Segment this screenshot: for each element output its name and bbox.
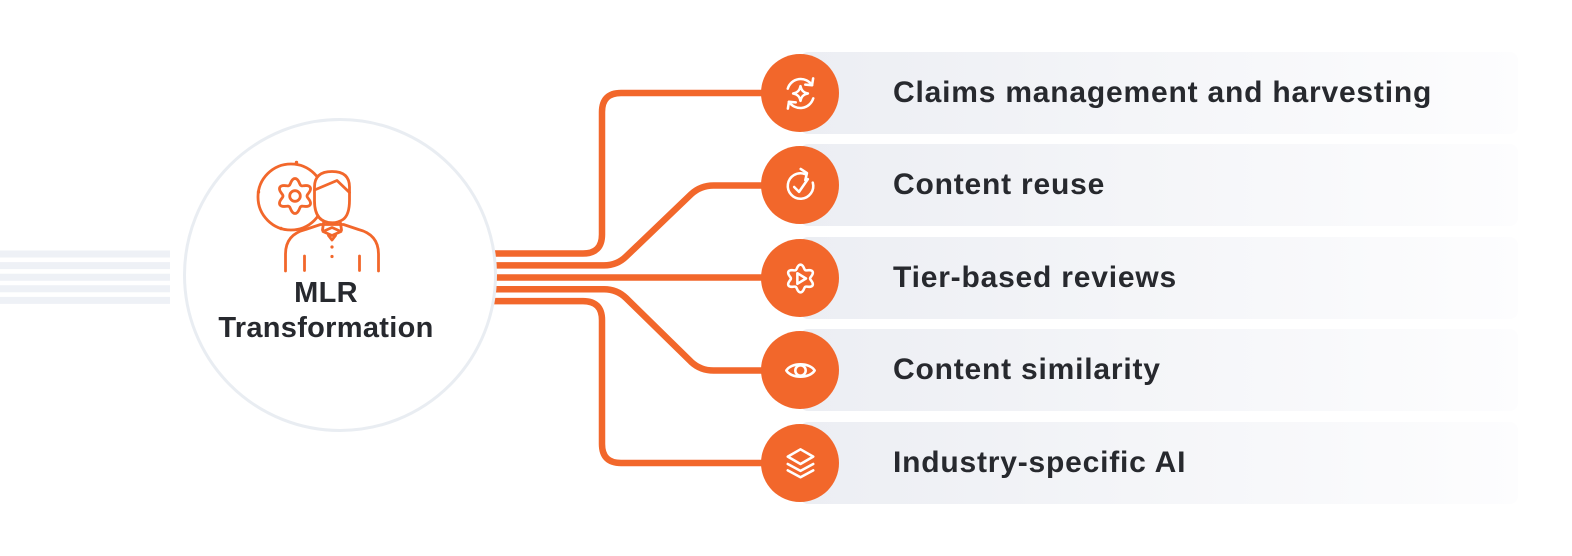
row-bar xyxy=(800,144,1518,226)
list-item: Content similarity xyxy=(761,329,1518,411)
icon-badge xyxy=(761,146,839,224)
person-gear-icon xyxy=(256,160,380,273)
icon-badge xyxy=(761,424,839,502)
row-bar xyxy=(800,329,1518,411)
row-label: Claims management and harvesting xyxy=(893,76,1433,109)
hub-title-line1: MLR xyxy=(294,277,358,309)
left-feed-lines xyxy=(0,250,170,304)
eye-icon xyxy=(784,362,816,378)
icon-badge xyxy=(761,331,839,409)
row-label: Tier-based reviews xyxy=(893,261,1177,294)
list-item: Claims management and harvesting xyxy=(761,52,1518,134)
icon-badge xyxy=(761,239,839,317)
icon-badge xyxy=(761,54,839,132)
row-label: Industry-specific AI xyxy=(893,446,1187,479)
hub-title-line2: Transformation xyxy=(218,312,434,344)
layers-icon xyxy=(785,447,815,478)
hub-circle: MLR Transformation xyxy=(183,118,497,432)
sync-sparkle-icon xyxy=(785,76,815,110)
row-bar xyxy=(800,422,1518,504)
hub-title: MLR Transformation xyxy=(218,276,433,346)
list-item: Industry-specific AI xyxy=(761,422,1518,504)
list-item: Tier-based reviews xyxy=(761,237,1518,319)
gear-play-icon xyxy=(786,262,814,294)
row-label: Content similarity xyxy=(893,353,1161,386)
row-bar xyxy=(800,52,1518,134)
row-label: Content reuse xyxy=(893,168,1106,201)
branch-lines xyxy=(488,89,800,467)
list-item: Content reuse xyxy=(761,144,1518,226)
row-bar xyxy=(800,237,1518,319)
timer-check-icon xyxy=(786,167,815,200)
